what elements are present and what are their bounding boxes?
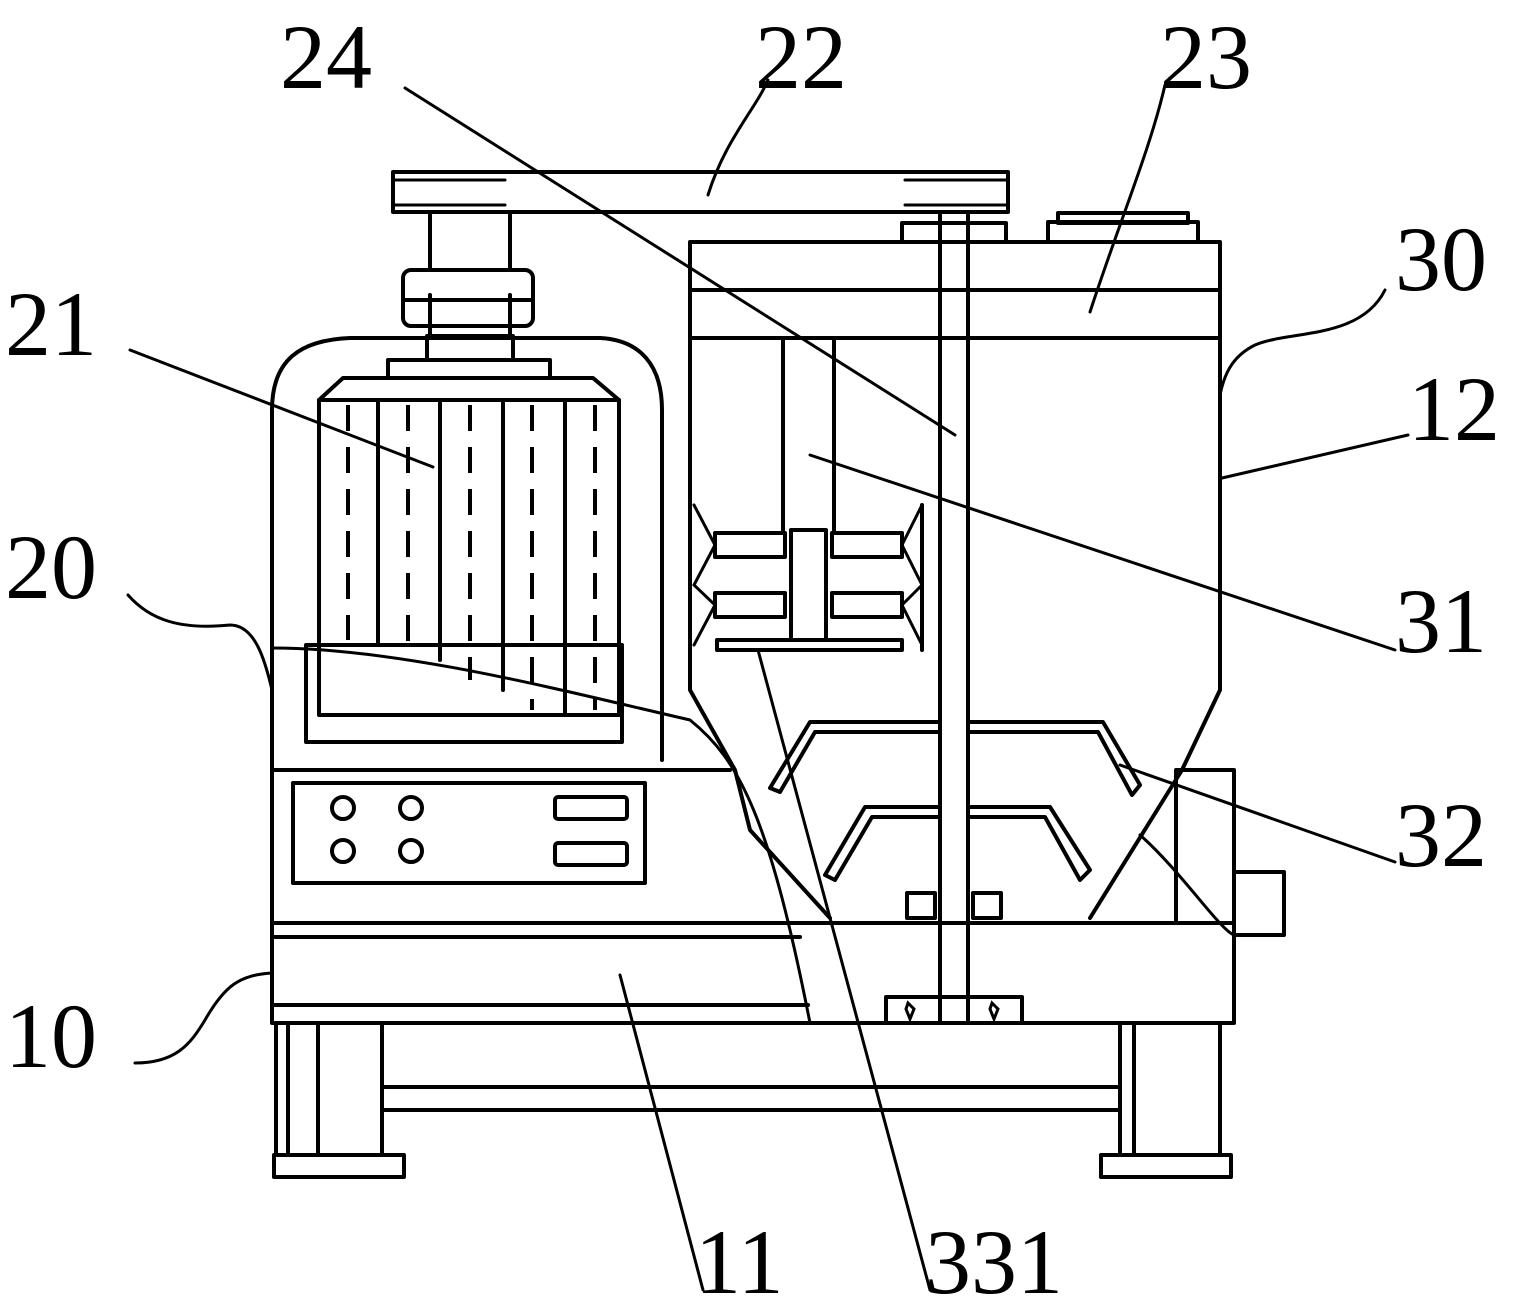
motor: [317, 213, 621, 717]
leader-23: [1088, 83, 1167, 314]
nozzle-arm-4: [830, 591, 904, 619]
label-23: 23: [1160, 6, 1252, 108]
label-22: 22: [755, 6, 847, 108]
bottom-bracket-left: [905, 891, 937, 920]
reference-labels: 24 22 23 30 12 21 20 31 32 10 11 331: [5, 6, 1500, 1298]
leader-30: [1218, 288, 1387, 397]
label-24: 24: [280, 6, 372, 108]
right-foot: [1099, 1153, 1233, 1179]
leader-11: [618, 973, 705, 1292]
control-knobs: [330, 795, 424, 864]
blade-lower-left: [823, 805, 942, 882]
side-wall: [1174, 768, 1236, 925]
leader-22: [706, 78, 770, 197]
label-12: 12: [1408, 358, 1500, 460]
leader-12: [1220, 433, 1410, 480]
spray-right: [900, 503, 924, 647]
leader-331: [756, 648, 932, 1292]
housing-outline: [270, 336, 664, 925]
control-panel: [291, 781, 647, 885]
spray-left: [692, 503, 717, 647]
baffle-plate: [715, 638, 904, 652]
label-331: 331: [925, 1211, 1063, 1298]
knob-4[interactable]: [398, 838, 424, 864]
tank-outline: [688, 240, 1222, 920]
nozzle-arm-2: [713, 591, 787, 619]
leader-outlet: [1138, 833, 1236, 937]
outlet-pipe: [1232, 870, 1286, 937]
leader-24: [403, 86, 957, 437]
label-11: 11: [695, 1211, 784, 1298]
knob-2[interactable]: [398, 795, 424, 821]
display-2: [553, 841, 629, 867]
right-leg-inner: [1118, 1021, 1136, 1157]
label-32: 32: [1395, 784, 1487, 886]
drive-belt: [391, 170, 1010, 214]
base-frame: [270, 921, 1236, 1179]
knob-3[interactable]: [330, 838, 356, 864]
display-1: [553, 795, 629, 821]
left-foot: [272, 1153, 406, 1179]
left-leg-outer: [274, 1021, 290, 1157]
label-31: 31: [1395, 570, 1487, 672]
leader-lines: [126, 78, 1410, 1292]
motor-top-bevel: [317, 376, 621, 402]
left-leg: [316, 1021, 384, 1157]
leader-20b: [270, 646, 812, 1025]
right-leg: [1132, 1021, 1222, 1157]
motor-flange: [386, 358, 552, 380]
belt: [391, 170, 1010, 214]
leader-21: [128, 348, 435, 469]
motor-body: [317, 398, 621, 717]
label-10: 10: [5, 985, 97, 1087]
label-30: 30: [1395, 208, 1487, 310]
leader-10: [133, 971, 274, 1065]
leader-31: [808, 453, 1397, 652]
lower-bearing-balls: [904, 1000, 1000, 1024]
leader-32: [1118, 763, 1397, 864]
motor-housing: [270, 336, 732, 925]
leader-20: [126, 593, 274, 692]
nozzle-arm-1: [713, 531, 787, 559]
label-20: 20: [5, 516, 97, 618]
bottom-bracket-right: [971, 891, 1003, 920]
blade-upper-right: [966, 720, 1142, 797]
motor-collar: [425, 334, 515, 362]
blade-upper-left: [768, 720, 942, 794]
blade-lower-right: [966, 805, 1092, 882]
label-21: 21: [5, 273, 97, 375]
upper-bearing: [900, 221, 1008, 244]
motor-mount: [304, 643, 624, 744]
mixing-tank: [688, 211, 1286, 1025]
spray-manifold: [789, 528, 828, 642]
lower-bearing: [884, 995, 1024, 1025]
knob-1[interactable]: [330, 795, 356, 821]
nozzle-arm-3: [830, 531, 904, 559]
